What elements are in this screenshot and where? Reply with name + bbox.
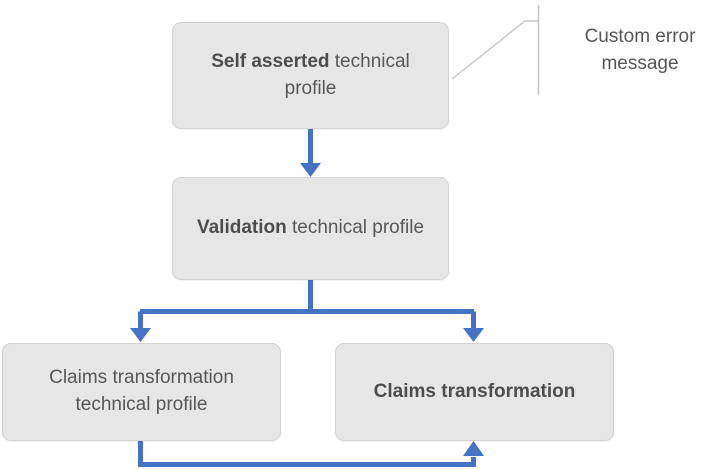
node-validation-label-rest: technical profile xyxy=(286,217,425,239)
node-self-asserted-label: Self asserted technical profile xyxy=(187,49,434,103)
node-self-asserted-label-bold: Self asserted xyxy=(211,50,330,72)
callout-line-2: message xyxy=(601,52,679,74)
node-claims-transformation-technical-profile[interactable]: Claims transformation technical profile xyxy=(2,343,281,441)
node-self-asserted-technical-profile[interactable]: Self asserted technical profile xyxy=(172,22,449,129)
node-claims-transformation-label: Claims transformation xyxy=(374,379,576,406)
callout-leader-line xyxy=(451,5,540,95)
node-claims-transformation[interactable]: Claims transformation xyxy=(335,343,614,441)
node-validation-technical-profile[interactable]: Validation technical profile xyxy=(172,177,449,280)
node-self-asserted-label-rest: technical profile xyxy=(284,50,410,99)
node-validation-label: Validation technical profile xyxy=(197,215,424,242)
node-claims-transformation-label-bold: Claims transformation xyxy=(373,380,576,402)
connector-self-asserted-to-validation xyxy=(300,129,321,177)
node-claims-transformation-technical-profile-label: Claims transformation technical profile xyxy=(49,367,234,415)
connector-claims-tp-to-claims-transformation xyxy=(138,441,484,467)
connector-validation-split xyxy=(130,280,484,342)
callout-custom-error-message: Custom error message xyxy=(560,24,720,78)
node-validation-label-bold: Validation xyxy=(196,217,287,239)
callout-line-1: Custom error xyxy=(584,26,696,47)
